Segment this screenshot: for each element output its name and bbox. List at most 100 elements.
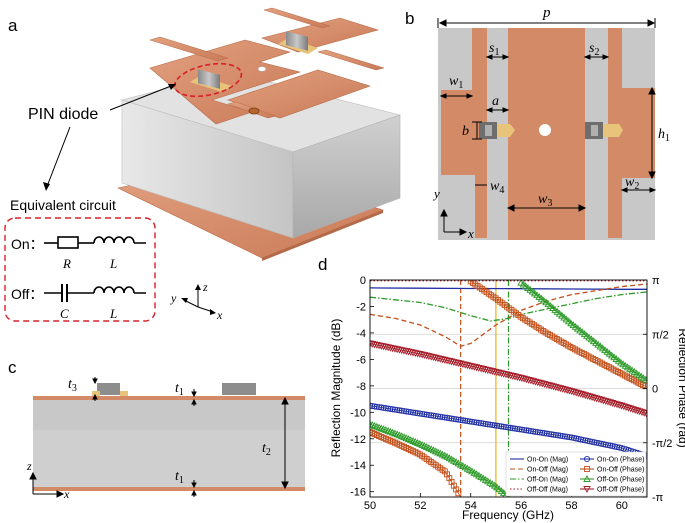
series-marker: [387, 405, 394, 412]
series-marker: [409, 349, 417, 357]
y-tick-label: -14: [350, 460, 366, 472]
series-marker: [500, 423, 507, 430]
pin-diode-3d-2: [278, 31, 318, 54]
series-marker: [441, 414, 448, 421]
series-marker: [509, 425, 516, 432]
series-marker: [378, 404, 385, 411]
series-marker: [506, 372, 515, 380]
series-marker: [432, 413, 439, 420]
x-tick-label: 60: [616, 500, 628, 512]
series-marker: [572, 389, 580, 397]
series-marker: [555, 432, 562, 439]
series-marker: [502, 371, 510, 379]
series-line: [370, 291, 647, 322]
series-marker: [575, 435, 582, 442]
series-marker: [548, 431, 555, 438]
series-marker: [450, 415, 457, 422]
svg-text:w1: w1: [449, 74, 463, 91]
series-marker: [584, 437, 591, 444]
axis-x-label: x: [216, 308, 223, 322]
series-marker: [511, 373, 519, 381]
series-marker: [515, 374, 524, 382]
svg-text:s1: s1: [489, 41, 499, 58]
series-marker: [389, 406, 396, 413]
series-marker: [427, 353, 435, 361]
chart-series: [370, 280, 647, 497]
series-marker: [473, 419, 480, 426]
series-marker: [373, 341, 381, 349]
series-marker: [379, 343, 388, 351]
series-marker: [456, 360, 465, 368]
series-marker: [397, 347, 406, 355]
series-marker: [481, 366, 490, 374]
svg-text:h1: h1: [658, 127, 670, 144]
series-marker: [445, 357, 454, 365]
axis-c-z: z: [26, 459, 32, 473]
legend-label: On-On (Phase): [597, 457, 644, 464]
dim-t1-bottom: t: [175, 469, 180, 484]
series-marker: [472, 364, 481, 372]
axis-triad-a: z y x: [170, 280, 223, 322]
series-marker: [520, 375, 528, 383]
axis-c-x: x: [63, 487, 70, 501]
diode-highlight: [173, 62, 243, 98]
series-marker: [563, 387, 571, 394]
axis-b-y: y: [432, 186, 440, 201]
series-marker: [375, 342, 383, 350]
series-marker: [638, 409, 646, 416]
series-marker: [380, 404, 387, 411]
panel-c-letter: c: [8, 358, 17, 377]
series-marker: [552, 384, 560, 391]
series-marker: [608, 400, 617, 407]
series-marker: [382, 343, 390, 351]
series-marker: [568, 434, 575, 441]
series-marker: [489, 421, 496, 429]
axis-b-x: x: [467, 226, 474, 241]
series-marker: [609, 443, 616, 450]
series-marker: [436, 355, 445, 363]
series-marker: [598, 440, 605, 447]
svg-text:b: b: [462, 124, 469, 139]
y-tick-label: -12: [350, 434, 366, 446]
series-marker: [413, 350, 422, 358]
axis-y-label: y: [170, 291, 177, 305]
dim-t1-top-sub: 1: [179, 387, 184, 398]
series-marker: [386, 344, 395, 352]
dim-p: p: [542, 5, 551, 21]
series-marker: [370, 341, 379, 349]
series-marker: [554, 384, 562, 392]
series-marker: [468, 363, 476, 371]
series-marker: [597, 396, 605, 404]
series-marker: [556, 385, 565, 393]
series-marker: [533, 379, 542, 387]
y-tick-label: -6: [356, 354, 366, 366]
y2-tick-label: -π/2: [652, 438, 672, 450]
series-marker: [583, 455, 591, 463]
series-marker: [561, 433, 568, 440]
chart-legend: On-On (Mag)On-Off (Mag)Off-On (Mag)Off-O…: [505, 451, 647, 497]
series-marker: [579, 391, 587, 399]
dim-h1-sub: 1: [665, 133, 670, 144]
series-marker: [491, 422, 498, 429]
series-marker: [592, 395, 601, 403]
y-tick-label: -8: [356, 381, 366, 393]
right-patch: [608, 28, 655, 238]
series-marker: [502, 424, 510, 431]
series-marker: [617, 402, 626, 410]
dim-t1-bottom-sub: 1: [179, 475, 184, 486]
series-marker: [545, 430, 553, 437]
substrate-side: [292, 114, 401, 239]
series-marker: [416, 410, 423, 417]
series-off-on-phase: [370, 280, 647, 497]
panel-b: b: [405, 5, 670, 241]
series-marker: [421, 411, 428, 418]
series-marker: [583, 486, 591, 493]
series-marker: [577, 436, 584, 443]
series-marker: [370, 341, 377, 348]
svg-text:w2: w2: [625, 175, 639, 192]
series-marker: [524, 376, 533, 384]
series-marker: [420, 352, 429, 359]
svg-text:p: p: [542, 5, 551, 21]
series-marker: [624, 404, 633, 412]
